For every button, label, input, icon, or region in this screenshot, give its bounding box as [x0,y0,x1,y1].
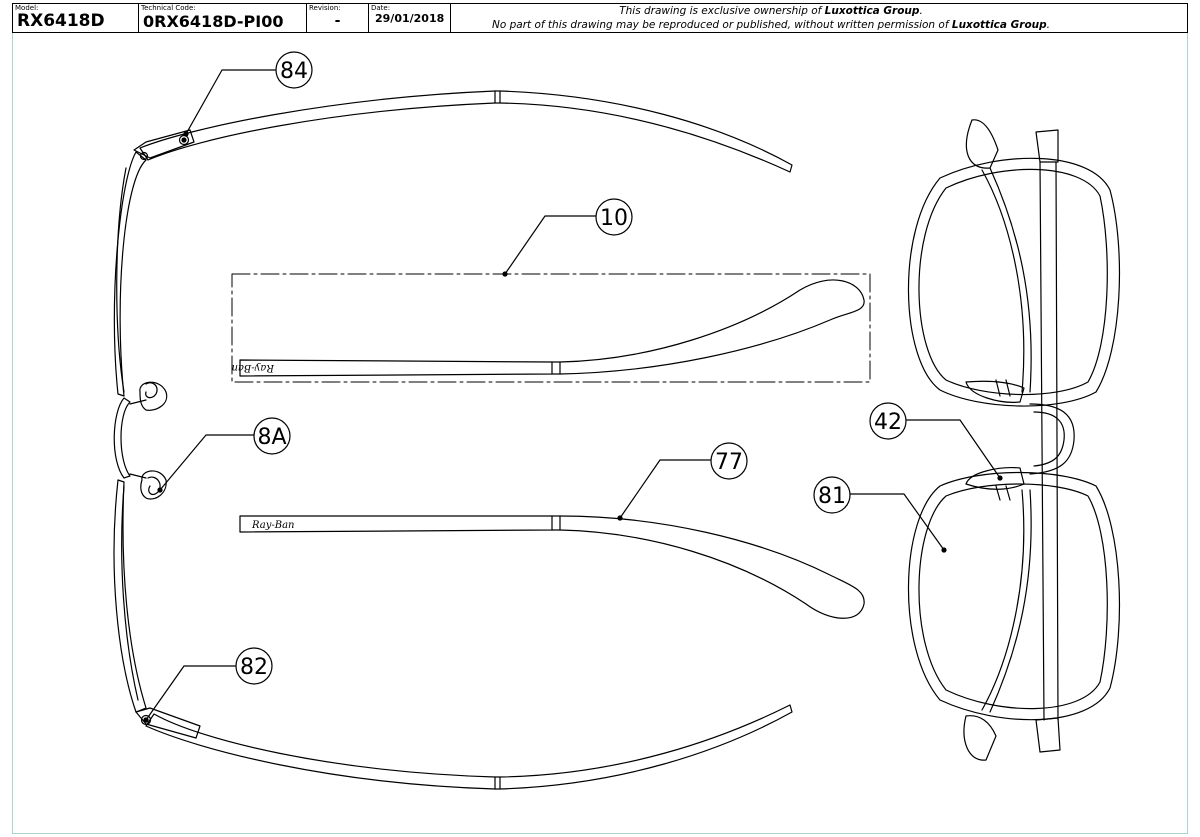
callout-84: 84 [183,51,313,137]
callouts: 84 10 8A 77 82 [143,51,1003,723]
top-temple-upper [139,90,793,173]
svg-text:42: 42 [874,410,902,435]
temple-side-views: Ray-Ban Ray-Ban [231,273,871,619]
front-lens-upper [907,157,1121,407]
svg-text:81: 81 [818,484,846,509]
callout-10: 10 [502,198,633,277]
notice-line-1: This drawing is exclusive ownership of L… [619,5,923,17]
top-rim-lower [113,479,147,713]
front-view [907,119,1121,761]
technical-code-cell: Technical Code: 0RX6418D-PI00 [139,4,307,32]
title-block: Model: RX6418D Technical Code: 0RX6418D-… [12,3,1188,33]
svg-text:10: 10 [600,206,628,231]
top-nose-pad-lower [140,470,167,500]
revision-cell: Revision: - [307,4,369,32]
svg-text:8A: 8A [257,425,286,450]
top-rim-upper [113,151,147,397]
svg-text:77: 77 [715,450,743,475]
technical-code-caption: Technical Code: [141,4,196,12]
model-caption: Model: [15,4,39,12]
callout-81: 81 [813,476,947,553]
technical-code-value: 0RX6418D-PI00 [143,12,284,31]
top-bridge [113,397,131,479]
callout-8a: 8A [157,417,291,493]
temple-view-box [231,273,871,383]
svg-text:82: 82 [240,655,268,680]
callout-42: 42 [869,402,1003,481]
date-caption: Date: [371,4,391,12]
model-value: RX6418D [17,11,105,31]
svg-text:84: 84 [280,59,308,84]
callout-82: 82 [143,647,273,723]
model-cell: Model: RX6418D [13,4,139,32]
front-lens-lower [907,471,1121,721]
temple-logo-upper: Ray-Ban [232,362,276,373]
revision-value: - [334,13,341,29]
temple-logo-lower: Ray-Ban [251,520,295,531]
date-value: 29/01/2018 [375,12,445,25]
ownership-notice: This drawing is exclusive ownership of L… [451,4,1187,32]
front-temple-arm [1035,129,1059,163]
front-bridge [1029,403,1075,475]
temple-side-upper [239,359,553,377]
top-view [113,90,793,790]
revision-caption: Revision: [309,4,341,12]
notice-line-2: No part of this drawing may be reproduce… [491,19,1050,31]
top-temple-lower [145,704,793,790]
date-cell: Date: 29/01/2018 [369,4,451,32]
callout-77: 77 [617,442,748,521]
